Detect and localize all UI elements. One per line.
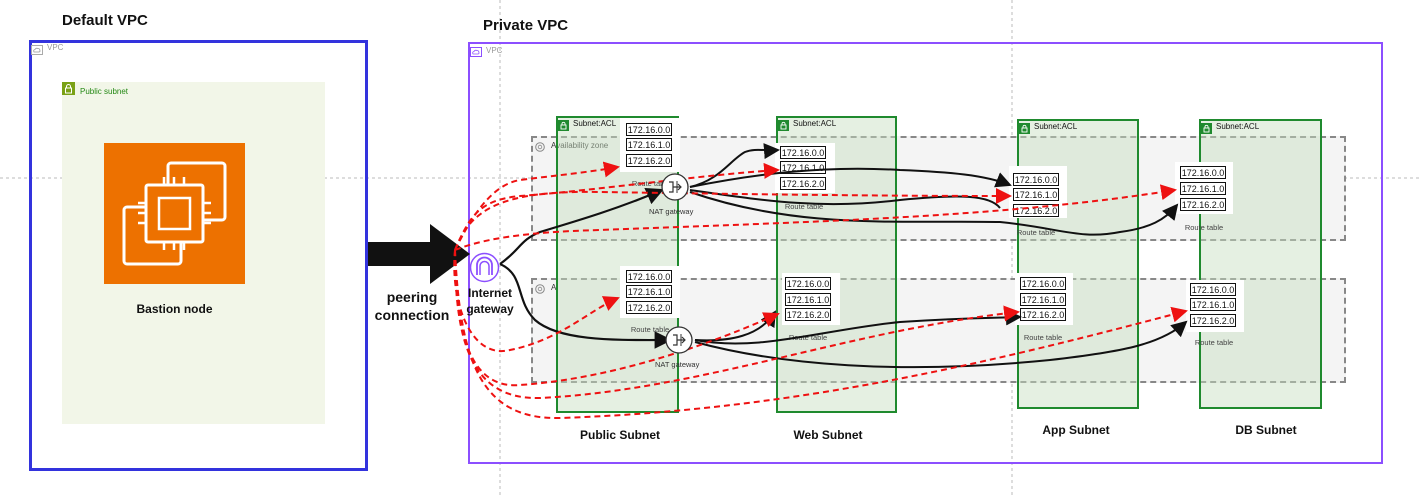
default-vpc-tag: VPC: [47, 43, 64, 52]
route-entry: 172.16.1.0: [1013, 188, 1059, 201]
subnet-acl-label: Subnet:ACL: [573, 119, 617, 128]
bastion-node-label: Bastion node: [136, 302, 213, 316]
route-table-label: Route table: [1016, 228, 1056, 237]
route-table-label: Route table: [631, 179, 671, 188]
route-entry: 172.16.0.0: [1180, 166, 1226, 179]
subnet-acl-label: Subnet:ACL: [1216, 122, 1260, 131]
default-vpc-box[interactable]: [29, 40, 368, 471]
route-entry: 172.16.0.0: [626, 270, 672, 283]
lock-icon: [1019, 121, 1030, 134]
route-entry: 172.16.1.0: [1190, 298, 1236, 311]
private-vpc-tag: VPC: [486, 46, 503, 55]
route-entry: 172.16.1.0: [1020, 293, 1066, 306]
route-table-label: Route table: [1184, 223, 1224, 232]
route-entry: 172.16.0.0: [785, 277, 831, 290]
igw-label-line-2: gateway: [466, 302, 514, 316]
igw-to-nat-route: [499, 187, 673, 349]
az-icon: [535, 281, 545, 294]
route-entry: 172.16.1.0: [626, 285, 672, 298]
route-entry: 172.16.2.0: [626, 154, 672, 167]
chip-icon: [122, 161, 227, 266]
peering-label-line-1: peering: [386, 289, 438, 305]
nat-gateway-icon[interactable]: [660, 172, 690, 202]
route-entry: 172.16.0.0: [1013, 173, 1059, 186]
private-vpc-title: Private VPC: [483, 17, 569, 34]
az-label: Availability zone: [551, 141, 609, 150]
public-subnet-name: Public Subnet: [579, 428, 660, 442]
peering-label-line-2: connection: [374, 307, 450, 323]
route-table-label: Route table: [1194, 338, 1234, 347]
route-entry: 172.16.1.0: [626, 138, 672, 151]
route-entry: 172.16.2.0: [1180, 198, 1226, 211]
web-subnet-name: Web Subnet: [793, 428, 863, 442]
route-entry: 172.16.2.0: [1190, 314, 1236, 327]
nat-gateway-label: NAT gateway: [649, 207, 694, 216]
route-table-label: Route table: [630, 325, 670, 334]
nat-to-route-tables: [689, 143, 1188, 369]
route-entry: 172.16.0.0: [1020, 277, 1066, 290]
route-entry: 172.16.0.0: [626, 123, 672, 136]
route-entry: 172.16.1.0: [785, 293, 831, 306]
vpc-cloud-icon: [31, 42, 43, 55]
vpc-cloud-icon: [470, 44, 482, 57]
private-vpc-box[interactable]: [468, 42, 1383, 464]
route-entry: 172.16.0.0: [1190, 283, 1236, 296]
peering-arrow: [368, 224, 470, 284]
public-subnet-tag: Public subnet: [80, 87, 129, 96]
route-entry: 172.16.0.0: [780, 146, 826, 159]
az-icon: [535, 139, 545, 152]
lock-icon: [62, 82, 75, 95]
db-subnet-name: DB Subnet: [1235, 423, 1297, 437]
route-table-label: Route table: [1023, 333, 1063, 342]
az-label-short: A: [551, 283, 557, 292]
lock-icon: [1201, 121, 1212, 134]
ec2-instance-icon[interactable]: [104, 143, 245, 284]
route-entry: 172.16.2.0: [780, 177, 826, 190]
internet-gateway-icon[interactable]: [469, 252, 500, 283]
default-vpc-title: Default VPC: [62, 12, 148, 29]
lock-icon: [558, 118, 569, 131]
nat-gateway-label: NAT gateway: [655, 360, 700, 369]
nat-gateway-icon[interactable]: [664, 325, 694, 355]
route-entry: 172.16.2.0: [785, 308, 831, 321]
route-table-label: Route table: [784, 202, 824, 211]
subnet-acl-label: Subnet:ACL: [793, 119, 837, 128]
route-entry: 172.16.2.0: [626, 301, 672, 314]
lock-icon: [778, 118, 789, 131]
route-table-label: Route table: [788, 333, 828, 342]
subnet-acl-label: Subnet:ACL: [1034, 122, 1078, 131]
app-subnet-name: App Subnet: [1042, 423, 1110, 437]
igw-label-line-1: Internet: [467, 286, 512, 300]
route-entry: 172.16.2.0: [1013, 204, 1059, 217]
route-entry: 172.16.1.0: [1180, 182, 1226, 195]
